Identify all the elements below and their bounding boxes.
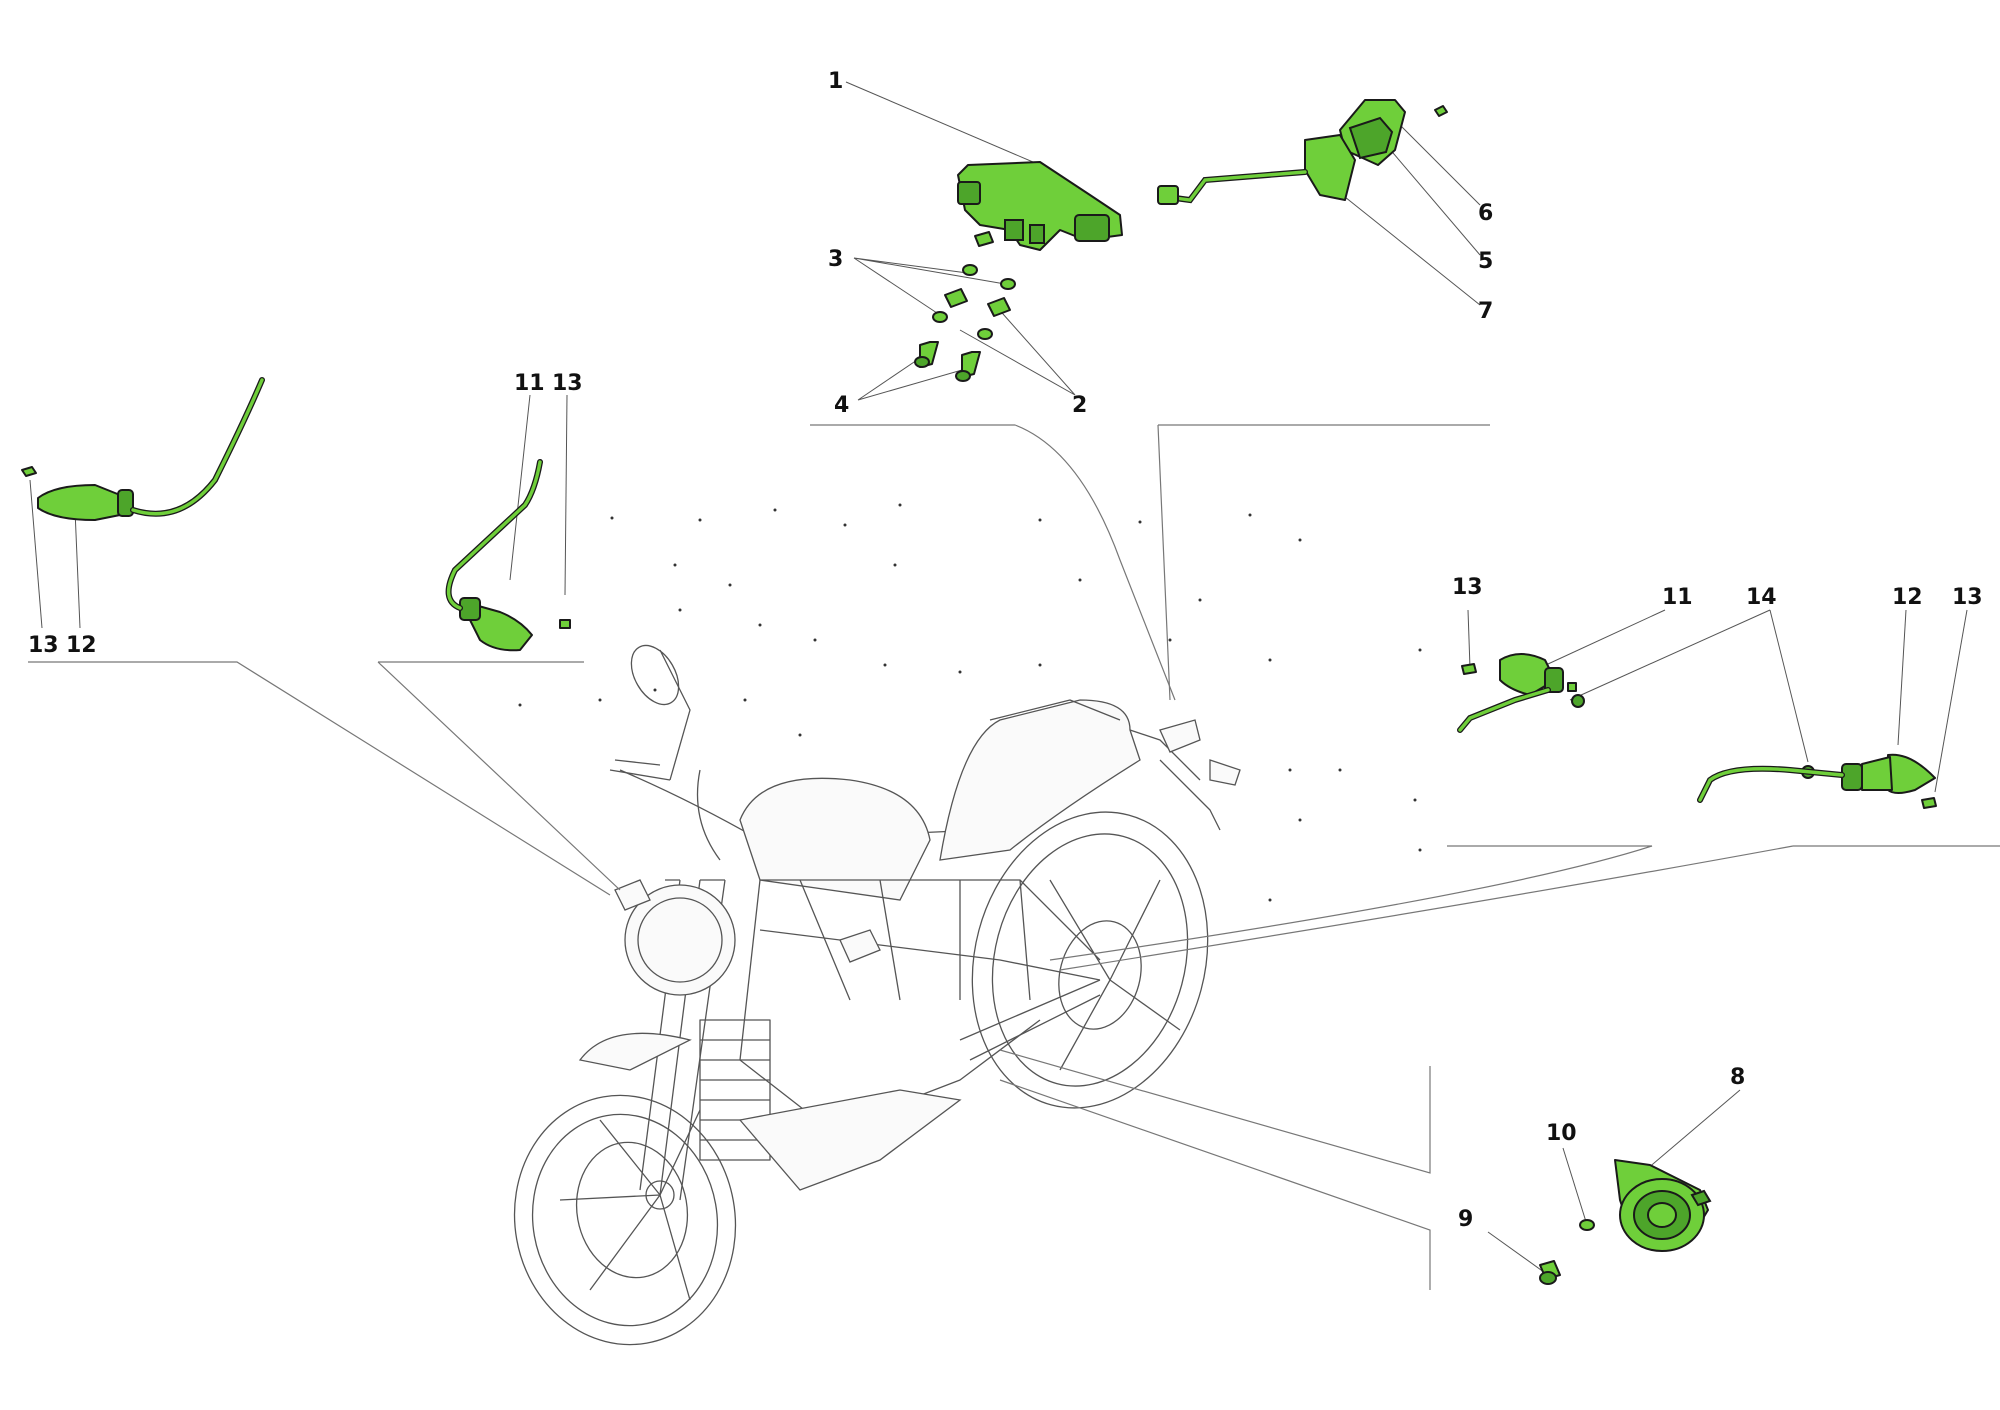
callout-7: 7: [1478, 299, 1493, 324]
right-front-indicator-part: [1801, 753, 1937, 809]
right-front-indicator-cable: [1697, 765, 1845, 803]
callout-8: 8: [1730, 1065, 1745, 1090]
callout-13-right-b: 13: [1952, 585, 1983, 610]
callout-1: 1: [828, 69, 843, 94]
callout-10: 10: [1546, 1121, 1577, 1146]
bolt-parts: [914, 341, 981, 382]
left-front-indicator-part: [21, 466, 134, 521]
horn-part: [1614, 1159, 1712, 1252]
left-front-indicator-cable: [130, 377, 265, 517]
nut-parts: [932, 264, 1016, 340]
tail-light-part: [1304, 99, 1448, 201]
motorcycle-outline: [513, 644, 1241, 1346]
callout-11-right: 11: [1662, 585, 1693, 610]
callout-4: 4: [834, 393, 849, 418]
callout-labels: 1 3 4 2 6 5 7 11 13 13 12 13 11 14 12 13…: [28, 69, 1983, 1232]
tail-light-cable: [1157, 169, 1308, 205]
callout-5: 5: [1478, 249, 1493, 274]
left-rear-indicator-part: [459, 597, 571, 652]
callout-2: 2: [1072, 393, 1087, 418]
grommet-parts: [944, 288, 1011, 317]
instrument-cluster-part: [957, 161, 1123, 251]
horn-washer-part: [1579, 1219, 1595, 1231]
callout-12-far-left: 12: [66, 633, 97, 658]
callout-11-left: 11: [514, 371, 545, 396]
callout-9: 9: [1458, 1207, 1473, 1232]
right-rear-indicator-cable: [1457, 687, 1551, 733]
background-dots: [518, 503, 1422, 902]
callout-6: 6: [1478, 201, 1493, 226]
callout-13-far-left: 13: [28, 633, 59, 658]
callout-14: 14: [1746, 585, 1777, 610]
left-rear-indicator-cable: [445, 459, 543, 611]
callout-13-left: 13: [552, 371, 583, 396]
leader-lines: [29, 81, 1968, 1276]
right-rear-indicator-part: [1461, 653, 1585, 708]
bracket-lines: [28, 424, 2000, 1290]
callout-12-right: 12: [1892, 585, 1923, 610]
callout-13-right-a: 13: [1452, 575, 1483, 600]
horn-bolt-part: [1539, 1260, 1561, 1285]
callout-3: 3: [828, 247, 843, 272]
